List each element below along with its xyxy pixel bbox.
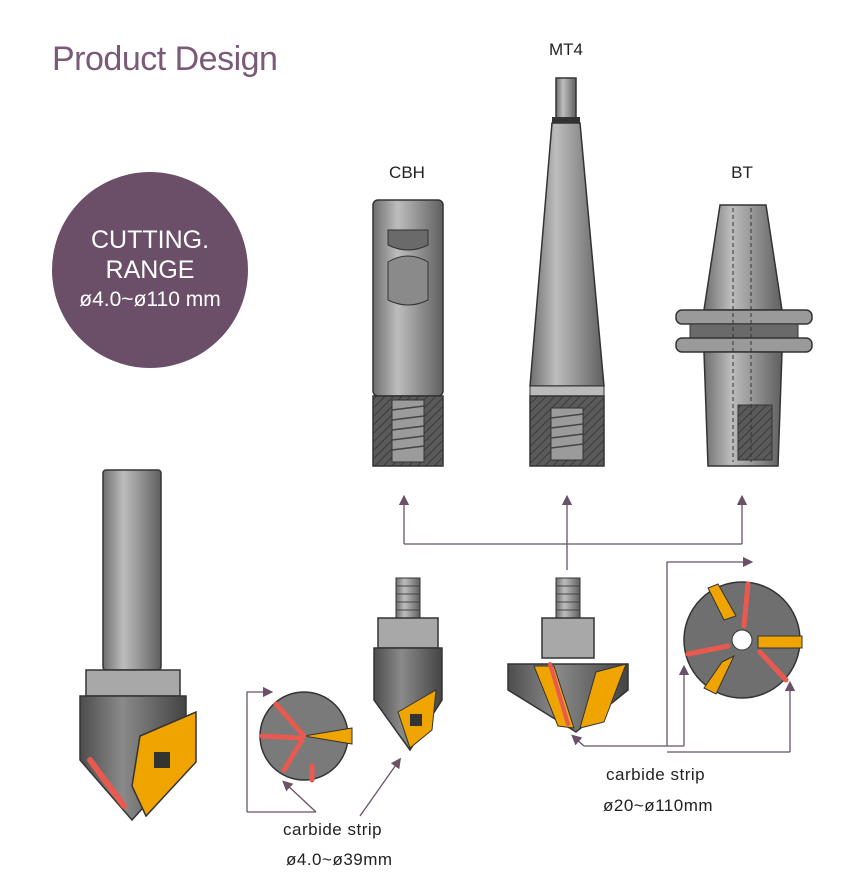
countersink-tool-large: [79, 469, 197, 822]
holder-label-mt4: MT4: [549, 40, 583, 59]
caption-large-range: ø20~ø110mm: [603, 796, 714, 815]
holder-label-cbh: CBH: [389, 163, 425, 182]
small-cutter-side-view: [373, 577, 443, 752]
large-cutter-end-view: [683, 581, 803, 699]
badge-line-1: CUTTING.: [90, 226, 210, 254]
mt4-holder: [529, 77, 605, 467]
caption-small-range: ø4.0~ø39mm: [286, 850, 393, 869]
medium-cutter-side-view: [507, 577, 629, 733]
cbh-holder: [372, 199, 444, 467]
badge-line-2: RANGE: [105, 256, 195, 284]
caption-small-label: carbide strip: [283, 820, 383, 839]
holder-label-bt: BT: [731, 163, 753, 182]
bt-holder: [675, 204, 813, 467]
badge-line-3: ø4.0~ø110 mm: [79, 288, 221, 311]
connector-arrows: [246, 494, 796, 817]
cutting-range-badge: CUTTING. RANGE ø4.0~ø110 mm: [52, 172, 248, 368]
page-title: Product Design: [52, 40, 278, 78]
caption-large-label: carbide strip: [606, 765, 706, 784]
small-cutter-end-view: [259, 691, 353, 783]
